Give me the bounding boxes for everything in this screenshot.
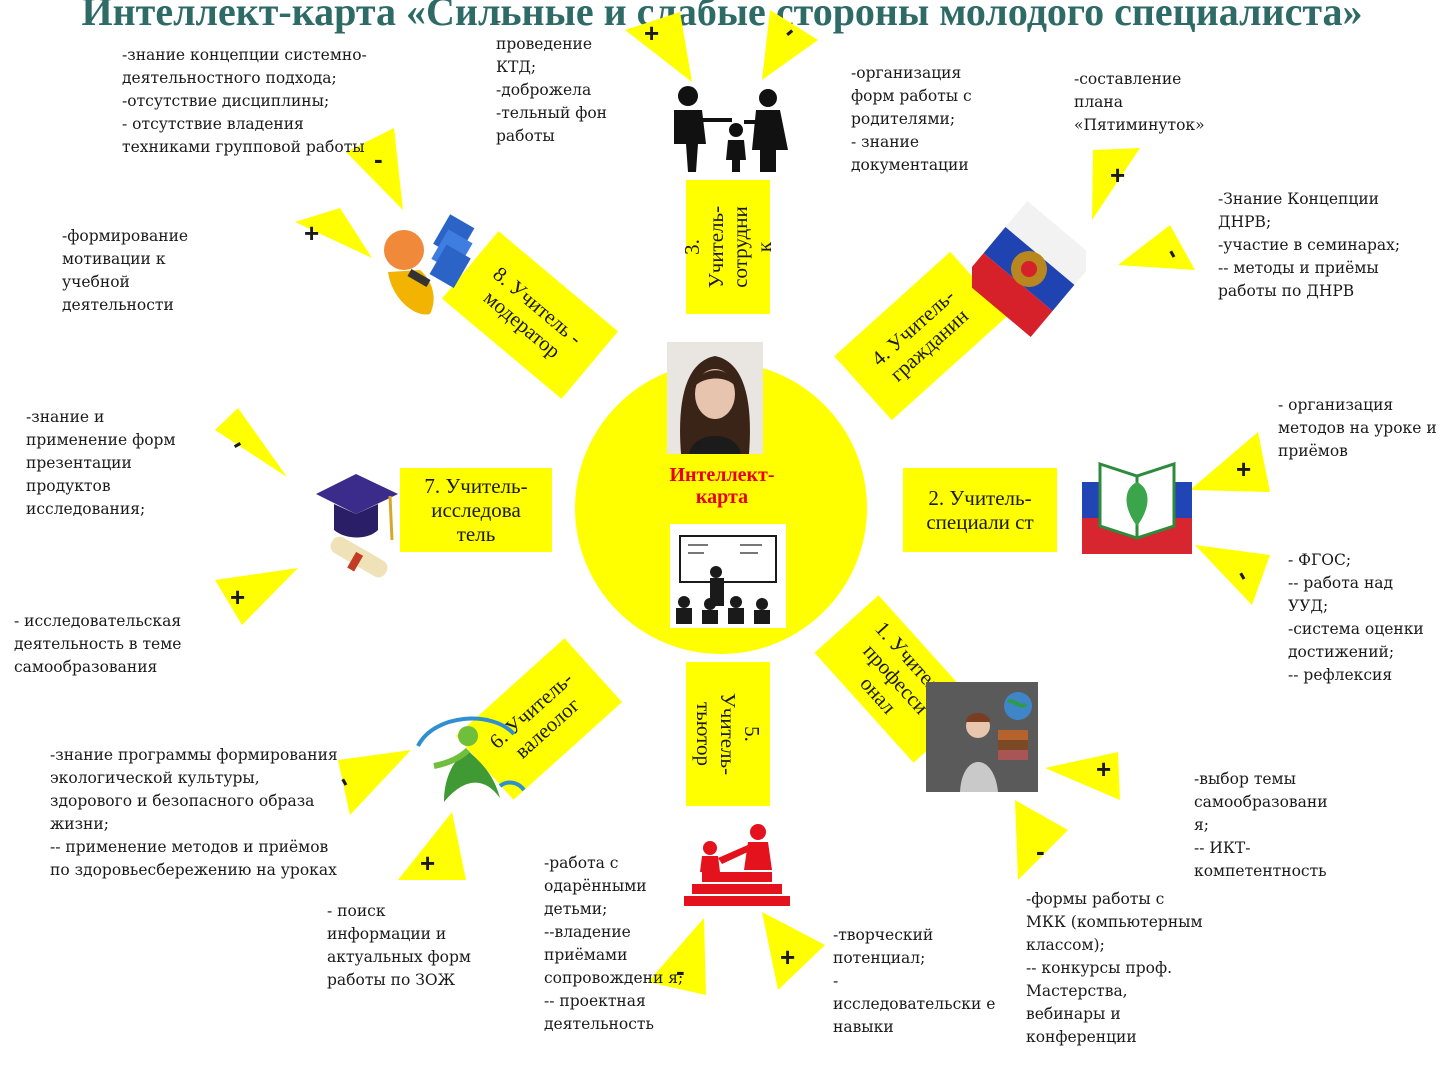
triangle-r3-plus — [625, 12, 692, 82]
helping-hand-icon — [684, 824, 790, 906]
note-r6-minus: -знание программы формирования экологиче… — [50, 746, 338, 879]
triangle-r5-minus — [648, 918, 706, 995]
role-3-box: 3. Учитель-сотрудни к — [680, 180, 776, 314]
triangle-r8-plus — [295, 208, 372, 258]
triangle-r3-minus — [762, 10, 818, 80]
triangle-r1-minus — [1015, 800, 1068, 880]
minus-sign: - — [374, 144, 383, 174]
teacher-globe-icon — [926, 682, 1038, 792]
note-r2-minus: - ФГОС; -- работа над УУД; -система оцен… — [1288, 551, 1424, 684]
plus-sign: + — [230, 582, 246, 612]
center-label: Интеллект-карта — [669, 464, 775, 508]
student-books-icon — [384, 214, 475, 315]
triangle-r8-minus — [346, 128, 403, 210]
role-5-label: 5. Учитель-тьютор — [692, 692, 764, 776]
classroom-icon — [670, 524, 786, 628]
graduation-cap-icon — [316, 474, 398, 578]
note-r5-minus: -работа с одарёнными детьми; --владение … — [544, 854, 684, 1033]
triangle-r2-minus — [1195, 545, 1270, 605]
triangle-r6-plus — [398, 812, 466, 880]
note-r1-minus: -формы работы с МКК (компьютерным классо… — [1026, 890, 1203, 1046]
plus-sign: + — [1096, 754, 1112, 784]
plus-sign: + — [1236, 454, 1252, 484]
role-2-label: 2. Учитель-специали ст — [926, 486, 1034, 534]
teacher-photo — [667, 342, 763, 454]
note-r8-plus: -формирование мотивации к учебной деятел… — [62, 227, 189, 314]
triangle-r7-plus — [215, 568, 298, 625]
note-r6-plus: - поиск информации и актуальных форм раб… — [327, 902, 471, 989]
role-5-box: 5. Учитель-тьютор — [686, 662, 770, 806]
triangle-r2-plus — [1190, 432, 1270, 492]
note-r3-plus: - проведение КТД; -доброжела -тельный фо… — [496, 12, 607, 145]
triangle-r7-minus — [215, 408, 287, 477]
plus-sign: + — [304, 218, 320, 248]
family-icon — [674, 86, 788, 172]
note-r5-plus: -творческий потенциал; - исследовательск… — [833, 926, 996, 1036]
note-r4-minus: -Знание Концепции ДНРВ; -участие в семин… — [1218, 190, 1401, 300]
plus-sign: + — [644, 18, 660, 48]
plus-sign: + — [780, 942, 796, 972]
eco-person-icon — [416, 716, 526, 802]
note-r3-minus: -организация форм работы с родителями; -… — [851, 64, 972, 174]
note-r1-plus: -выбор темы самообразовани я; -- ИКТ-ком… — [1194, 770, 1328, 880]
triangle-r4-minus — [1118, 225, 1195, 270]
note-r8-minus: -знание концепции системно- деятельностн… — [122, 46, 367, 156]
triangle-r4-plus — [1092, 148, 1140, 220]
note-r7-plus: - исследовательская деятельность в теме … — [14, 612, 182, 676]
triangle-r6-minus — [338, 750, 411, 815]
role-3-label: 3. Учитель-сотрудни к — [680, 205, 776, 289]
note-r4-plus: -составление плана «Пятиминуток» — [1074, 70, 1205, 134]
triangle-r5-plus — [762, 912, 825, 990]
plus-sign: + — [1110, 160, 1126, 190]
book-emblem-icon — [1082, 446, 1192, 554]
triangle-r1-plus — [1045, 752, 1120, 800]
russia-flag-icon — [972, 201, 1086, 337]
plus-sign: + — [420, 848, 436, 878]
page-title: Интеллект-карта «Сильные и слабые сторон… — [81, 0, 1363, 34]
minus-sign: - — [1036, 836, 1045, 866]
note-r2-plus: - организация методов на уроке и приёмов — [1278, 396, 1437, 460]
role-7-box: 7. Учитель-исследова тель — [400, 468, 552, 552]
role-2-box: 2. Учитель-специали ст — [903, 468, 1057, 552]
note-r7-minus: -знание и применение форм презентации пр… — [26, 408, 176, 518]
role-7-label: 7. Учитель-исследова тель — [424, 474, 528, 546]
minus-sign: - — [676, 956, 685, 986]
